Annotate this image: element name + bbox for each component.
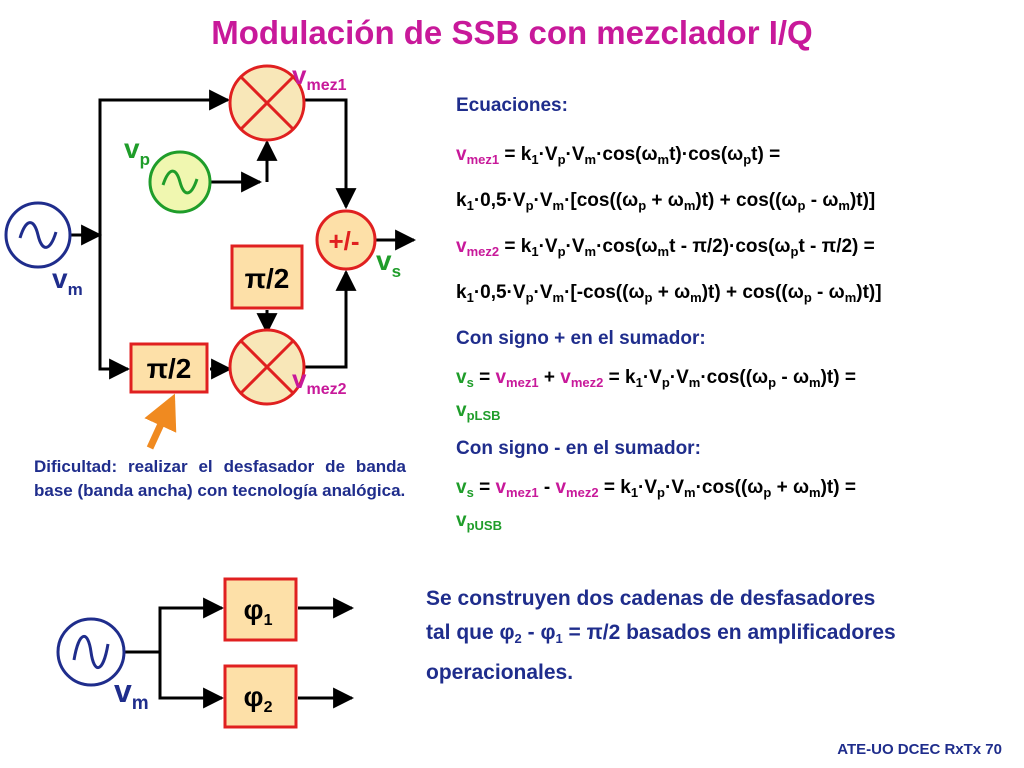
equation-vmez2-line2: k1·0,5·Vp·Vm·[-cos((ωp + ωm)t) + cos((ωp… — [456, 282, 882, 305]
label-vmez1: vmez1 — [292, 60, 347, 94]
equations-heading: Ecuaciones: — [456, 95, 568, 116]
label-vm-bottom: vm — [114, 673, 149, 714]
phi2-label: φ2 — [244, 681, 273, 716]
oscillator-vp-icon — [148, 150, 212, 214]
label-vs: vs — [376, 245, 401, 281]
phase-shifter-baseband — [129, 342, 209, 394]
difficulty-note: Dificultad: realizar el desfasador de ba… — [34, 457, 406, 500]
bottom-description: Se construyen dos cadenas de desfasadore… — [426, 587, 896, 684]
page-title: Modulación de SSB con mezclador I/Q — [211, 14, 813, 51]
equation-lsb-line2: vpLSB — [456, 400, 501, 423]
label-vm: vm — [52, 263, 83, 299]
source-vm-bottom-icon — [56, 617, 126, 687]
phase-shifter-phi2 — [223, 664, 298, 729]
label-vmez2: vmez2 — [292, 364, 347, 398]
equation-usb-line1: vs = vmez1 - vmez2 = k1·Vp·Vm·cos((ωp + … — [456, 477, 856, 500]
phase-shifter-baseband-label: π/2 — [147, 353, 192, 384]
minus-heading: Con signo - en el sumador: — [456, 438, 701, 459]
mixer-top-icon — [228, 64, 306, 142]
phase-shifter-carrier — [230, 244, 304, 310]
label-vp: vp — [124, 133, 150, 169]
pointer-arrow-icon — [144, 393, 177, 450]
plus-heading: Con signo + en el sumador: — [456, 328, 706, 349]
mixer-bottom-icon — [228, 328, 306, 406]
phi1-label: φ1 — [244, 594, 273, 629]
equation-vmez1-line2: k1·0,5·Vp·Vm·[cos((ωp + ωm)t) + cos((ωp … — [456, 190, 876, 213]
phase-shifter-phi1 — [223, 577, 298, 642]
source-vm-icon — [4, 201, 72, 269]
footer-reference: ATE-UO DCEC RxTx 70 — [837, 741, 1002, 758]
summer-label: +/- — [328, 226, 359, 256]
equation-vmez2-line1: vmez2 = k1·Vp·Vm·cos(ωmt - π/2)·cos(ωpt … — [456, 236, 875, 259]
summer-block: +/- — [315, 209, 377, 271]
phase-shifter-carrier-label: π/2 — [245, 263, 290, 294]
equation-vmez1-line1: vmez1 = k1·Vp·Vm·cos(ωmt)·cos(ωpt) = — [456, 144, 781, 167]
equation-lsb-line1: vs = vmez1 + vmez2 = k1·Vp·Vm·cos((ωp - … — [456, 367, 856, 390]
equation-usb-line2: vpUSB — [456, 510, 502, 533]
